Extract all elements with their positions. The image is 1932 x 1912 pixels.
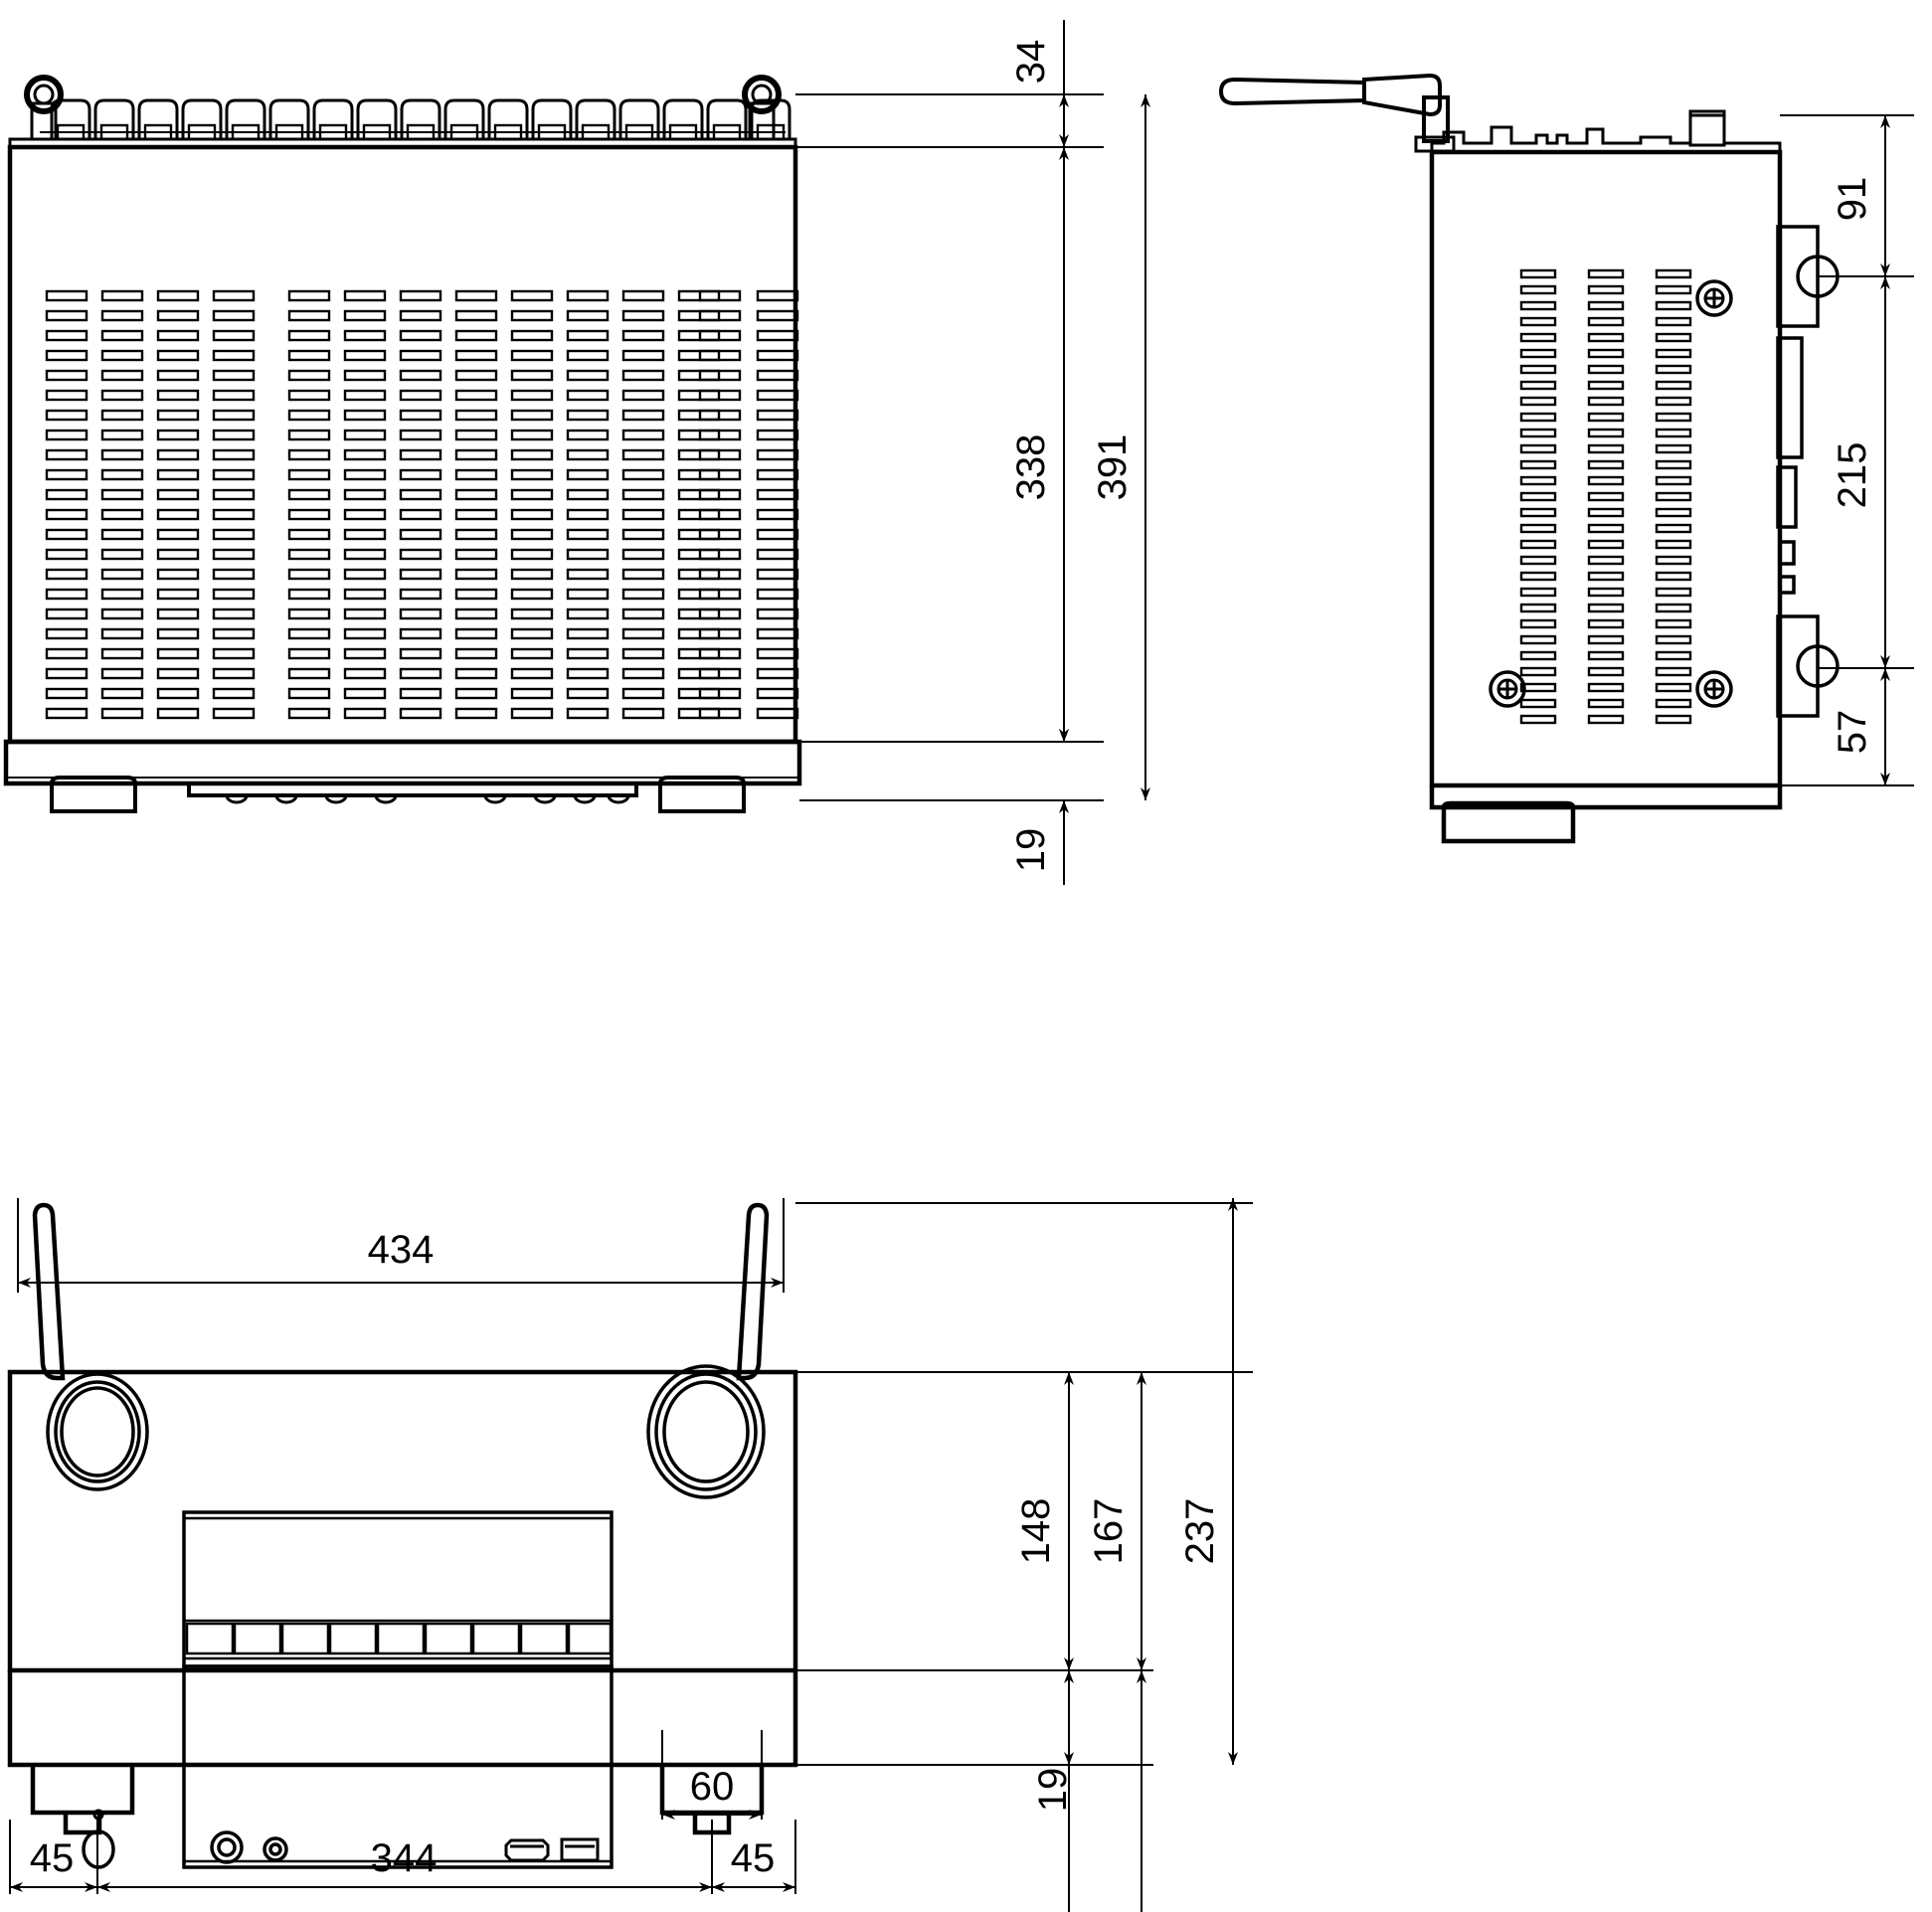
top-view: 34 338 391 19 [3,20,1150,885]
dim-overall-height: 237 [1178,1498,1222,1565]
dim-panel-height: 148 [1014,1498,1058,1565]
dim-overall-width: 434 [368,1228,435,1272]
front-view-knob-volume [646,1364,766,1499]
side-view: 91 215 57 [1218,73,1914,844]
top-view-dimensions [795,20,1150,885]
side-view-feet [1429,785,1783,844]
dim-top-foot-height: 19 [1009,828,1053,873]
front-view-height-dimensions [612,1198,1253,1912]
dim-antenna-height: 34 [1009,40,1053,85]
dim-side-upper: 91 [1831,177,1874,222]
top-view-front-jacks [187,783,638,804]
front-view-antenna-right [736,1202,770,1381]
front-view-foot-dimensions [661,1730,763,1820]
dim-center-span: 344 [371,1836,438,1880]
side-view-rear-top-profile [1430,109,1782,152]
front-view-bottom-dimensions [9,1820,796,1894]
dim-right-margin: 45 [731,1836,776,1880]
top-view-vent-grille [45,289,799,720]
side-view-vent-grille [1519,268,1692,725]
side-view-screw-lower-right [1695,670,1733,708]
dim-chassis-height: 167 [1087,1498,1131,1565]
front-view: 434 148 167 237 19 60 [7,1198,1253,1912]
dim-left-margin: 45 [30,1836,75,1880]
side-view-antenna [1218,73,1456,153]
front-view-width-dimension [17,1198,785,1293]
side-view-screw-upper [1695,279,1733,317]
dim-side-lower: 57 [1831,710,1874,755]
top-view-feet [50,776,746,813]
front-view-softkey-row [185,1622,613,1655]
front-view-knob-input-selector [46,1372,149,1491]
dim-foot-width: 60 [690,1765,735,1809]
top-view-antenna-base-left [24,75,64,141]
dim-chassis-depth: 338 [1009,435,1053,501]
dim-side-middle: 215 [1831,442,1874,509]
dim-overall-depth: 391 [1091,435,1135,501]
front-view-antenna-left [32,1202,66,1381]
side-view-screw-lower-left [1489,670,1526,708]
dim-front-foot-height: 19 [1031,1768,1075,1813]
front-view-display-module [182,1510,614,1668]
top-view-rear-terminal-row [8,98,797,147]
top-view-antenna-base-right [742,75,782,141]
front-view-chassis-outline [7,1369,798,1673]
side-view-dimensions [1780,114,1914,786]
